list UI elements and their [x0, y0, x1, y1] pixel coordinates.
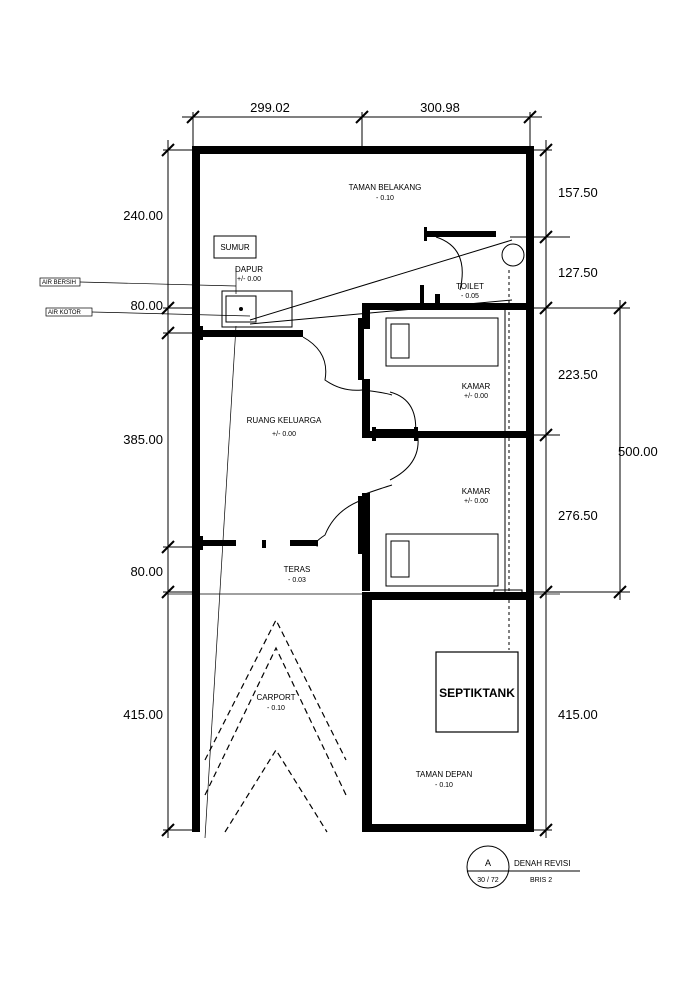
top-dimension-line — [182, 110, 542, 152]
room-ruang-keluarga-level: +/- 0.00 — [272, 431, 296, 438]
interior-walls — [197, 227, 534, 832]
title-block-sheet: 30 / 72 — [477, 877, 499, 884]
room-kamar-1-level: +/- 0.00 — [464, 393, 488, 400]
dim-right-5: 415.00 — [558, 707, 598, 722]
room-toilet-level: - 0.05 — [461, 293, 479, 300]
bed-kamar-1 — [385, 317, 499, 367]
room-taman-belakang-name: TAMAN BELAKANG — [349, 183, 422, 192]
well-box — [213, 235, 257, 259]
dim-right-total: 500.00 — [618, 444, 658, 459]
dim-top-left: 299.02 — [250, 100, 290, 115]
left-dimension-line — [161, 140, 192, 838]
dim-right-4: 276.50 — [558, 508, 598, 523]
title-block — [466, 845, 580, 889]
room-sumur-name: SUMUR — [220, 243, 250, 252]
dim-right-1: 157.50 — [558, 185, 598, 200]
room-carport-name: CARPORT — [257, 693, 296, 702]
title-block-subtitle: BRIS 2 — [530, 877, 552, 884]
room-taman-depan-level: - 0.10 — [435, 782, 453, 789]
room-teras-name: TERAS — [284, 565, 311, 574]
room-dapur-level: +/- 0.00 — [237, 276, 261, 283]
room-carport-level: - 0.10 — [267, 705, 285, 712]
room-taman-belakang-level: - 0.10 — [376, 195, 394, 202]
septic-tank-label: SEPTIKTANK — [439, 686, 515, 700]
room-teras-level: - 0.03 — [288, 577, 306, 584]
room-toilet-name: TOILET — [456, 282, 484, 291]
dim-left-4: 80.00 — [130, 564, 163, 579]
dim-left-5: 415.00 — [123, 707, 163, 722]
room-kamar-1-name: KAMAR — [462, 382, 491, 391]
room-taman-depan-name: TAMAN DEPAN — [416, 770, 473, 779]
dim-right-3: 223.50 — [558, 367, 598, 382]
outer-walls — [192, 146, 534, 832]
room-ruang-keluarga-name: RUANG KELUARGA — [247, 416, 322, 425]
room-kamar-2-name: KAMAR — [462, 487, 491, 496]
kitchen-sink — [221, 290, 293, 328]
right-dimension-line — [420, 140, 630, 838]
septic-tank-box — [435, 651, 519, 733]
pipe-label-air-bersih: AIR BERSIH — [42, 280, 76, 286]
dim-top-right: 300.98 — [420, 100, 460, 115]
title-block-symbol: A — [485, 858, 491, 868]
pipe-lines — [79, 239, 523, 839]
dim-left-3: 385.00 — [123, 432, 163, 447]
room-kamar-2-level: +/- 0.00 — [464, 498, 488, 505]
dim-right-2: 127.50 — [558, 265, 598, 280]
toilet-fixture — [501, 243, 525, 267]
dim-left-2: 80.00 — [130, 298, 163, 313]
title-block-title: DENAH REVISI — [514, 859, 570, 868]
pipe-label-air-kotor: AIR KOTOR — [48, 310, 82, 316]
carport-chevrons — [204, 618, 347, 833]
bed-kamar-2 — [385, 533, 499, 587]
door-swings — [302, 236, 463, 547]
dim-left-1: 240.00 — [123, 208, 163, 223]
room-dapur-name: DAPUR — [235, 265, 263, 274]
